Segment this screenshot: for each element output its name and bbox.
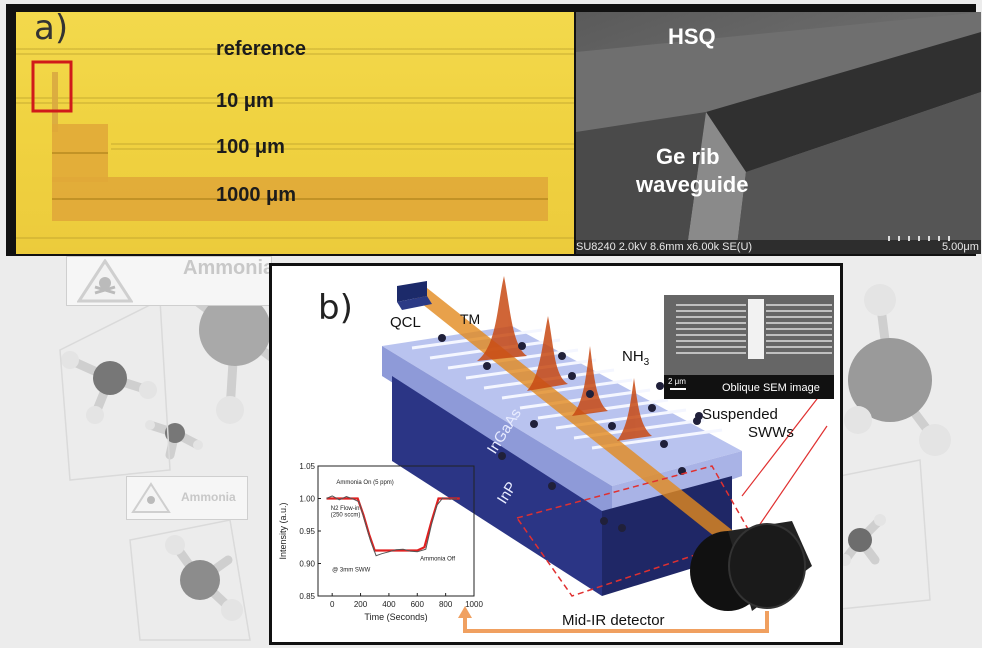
chart-annotation: Ammonia On (5 ppm)	[336, 480, 393, 486]
sem-label-ge-rib: Ge rib	[656, 144, 720, 169]
ammonia-badge-text-large: Ammonia	[183, 257, 275, 279]
inset-sem-scale: 2 μm	[668, 377, 686, 386]
sem-rib-waveguide-graphic	[576, 12, 981, 254]
waveguide-layout	[16, 48, 574, 239]
panel-a-letter: a)	[34, 12, 69, 48]
skull-crossbones-small-icon	[131, 482, 171, 513]
x-tick-label: 200	[354, 600, 368, 609]
series-line-1	[326, 495, 458, 557]
sem-label-hsq: HSQ	[668, 24, 716, 49]
inset-sem-grating	[664, 295, 834, 399]
x-tick-label: 400	[382, 600, 396, 609]
panel-b: b) QCL TM NH3 InGaAs InP Suspended SWWs …	[269, 263, 843, 645]
x-axis-label: Time (Seconds)	[364, 612, 427, 622]
sem-image: HSQ Ge rib waveguide SU8240 2.0kV 8.6mm …	[576, 12, 981, 254]
series-line-0	[326, 497, 460, 552]
nh3-text: NH	[622, 348, 644, 365]
label-qcl: QCL	[390, 314, 421, 331]
chart-annotation: (250 sccm)	[331, 513, 361, 519]
label-swws: SWWs	[748, 424, 794, 441]
ammonia-warning-badge-large: Ammonia	[66, 256, 275, 306]
chart-annotation: N2 Flow-in	[331, 506, 360, 512]
x-tick-label: 600	[411, 600, 425, 609]
label-reference: reference	[216, 38, 307, 60]
highlight-box	[31, 60, 73, 113]
chart-annotation: @ 3mm SWW	[332, 567, 370, 573]
y-tick-label: 0.95	[299, 527, 315, 536]
label-tm: TM	[460, 311, 481, 327]
y-tick-label: 0.90	[299, 560, 315, 569]
chart-svg: 0 200 400 600 800 1000 0.85 0.90 0.95 1.00 1.05Tim…	[278, 462, 483, 622]
y-tick-label: 1.05	[299, 462, 315, 471]
y-tick-label: 0.85	[299, 592, 315, 601]
y-tick-label: 1.00	[299, 495, 315, 504]
label-100um: 100 μm	[216, 136, 285, 158]
y-axis-label: Intensity (a.u.)	[278, 502, 288, 559]
skull-crossbones-icon	[77, 259, 133, 303]
chart-annotation: Ammonia Off	[420, 556, 455, 562]
panel-b-letter: b)	[318, 288, 353, 328]
sem-scale-bar	[888, 236, 950, 241]
x-tick-label: 800	[439, 600, 453, 609]
label-1000um: 1000 μm	[216, 184, 297, 206]
optical-micrograph: a) reference 10 μm 100 μm 1000 μm	[16, 12, 574, 254]
sem-footer-info: SU8240 2.0kV 8.6mm x6.00k SE(U)	[576, 241, 753, 253]
x-tick-label: 0	[330, 600, 335, 609]
label-10um: 10 μm	[216, 90, 274, 112]
label-nh3: NH3	[622, 348, 649, 368]
nh3-subscript: 3	[643, 357, 650, 368]
panel-a: a) reference 10 μm 100 μm 1000 μm HSQ Ge…	[6, 4, 981, 256]
sem-label-waveguide: waveguide	[636, 172, 749, 197]
ammonia-badge-text-small: Ammonia	[181, 490, 236, 504]
label-suspended: Suspended	[702, 406, 778, 423]
inset-sem-caption: Oblique SEM image	[722, 382, 820, 394]
inset-sem-image: 2 μm Oblique SEM image	[664, 295, 834, 399]
label-detector: Mid-IR detector	[562, 612, 665, 629]
x-tick-label: 1000	[465, 600, 483, 609]
ammonia-warning-badge-small: Ammonia	[126, 476, 248, 520]
sem-scale-bar-label: 5.00μm	[942, 241, 979, 253]
sensor-schematic	[382, 276, 828, 633]
